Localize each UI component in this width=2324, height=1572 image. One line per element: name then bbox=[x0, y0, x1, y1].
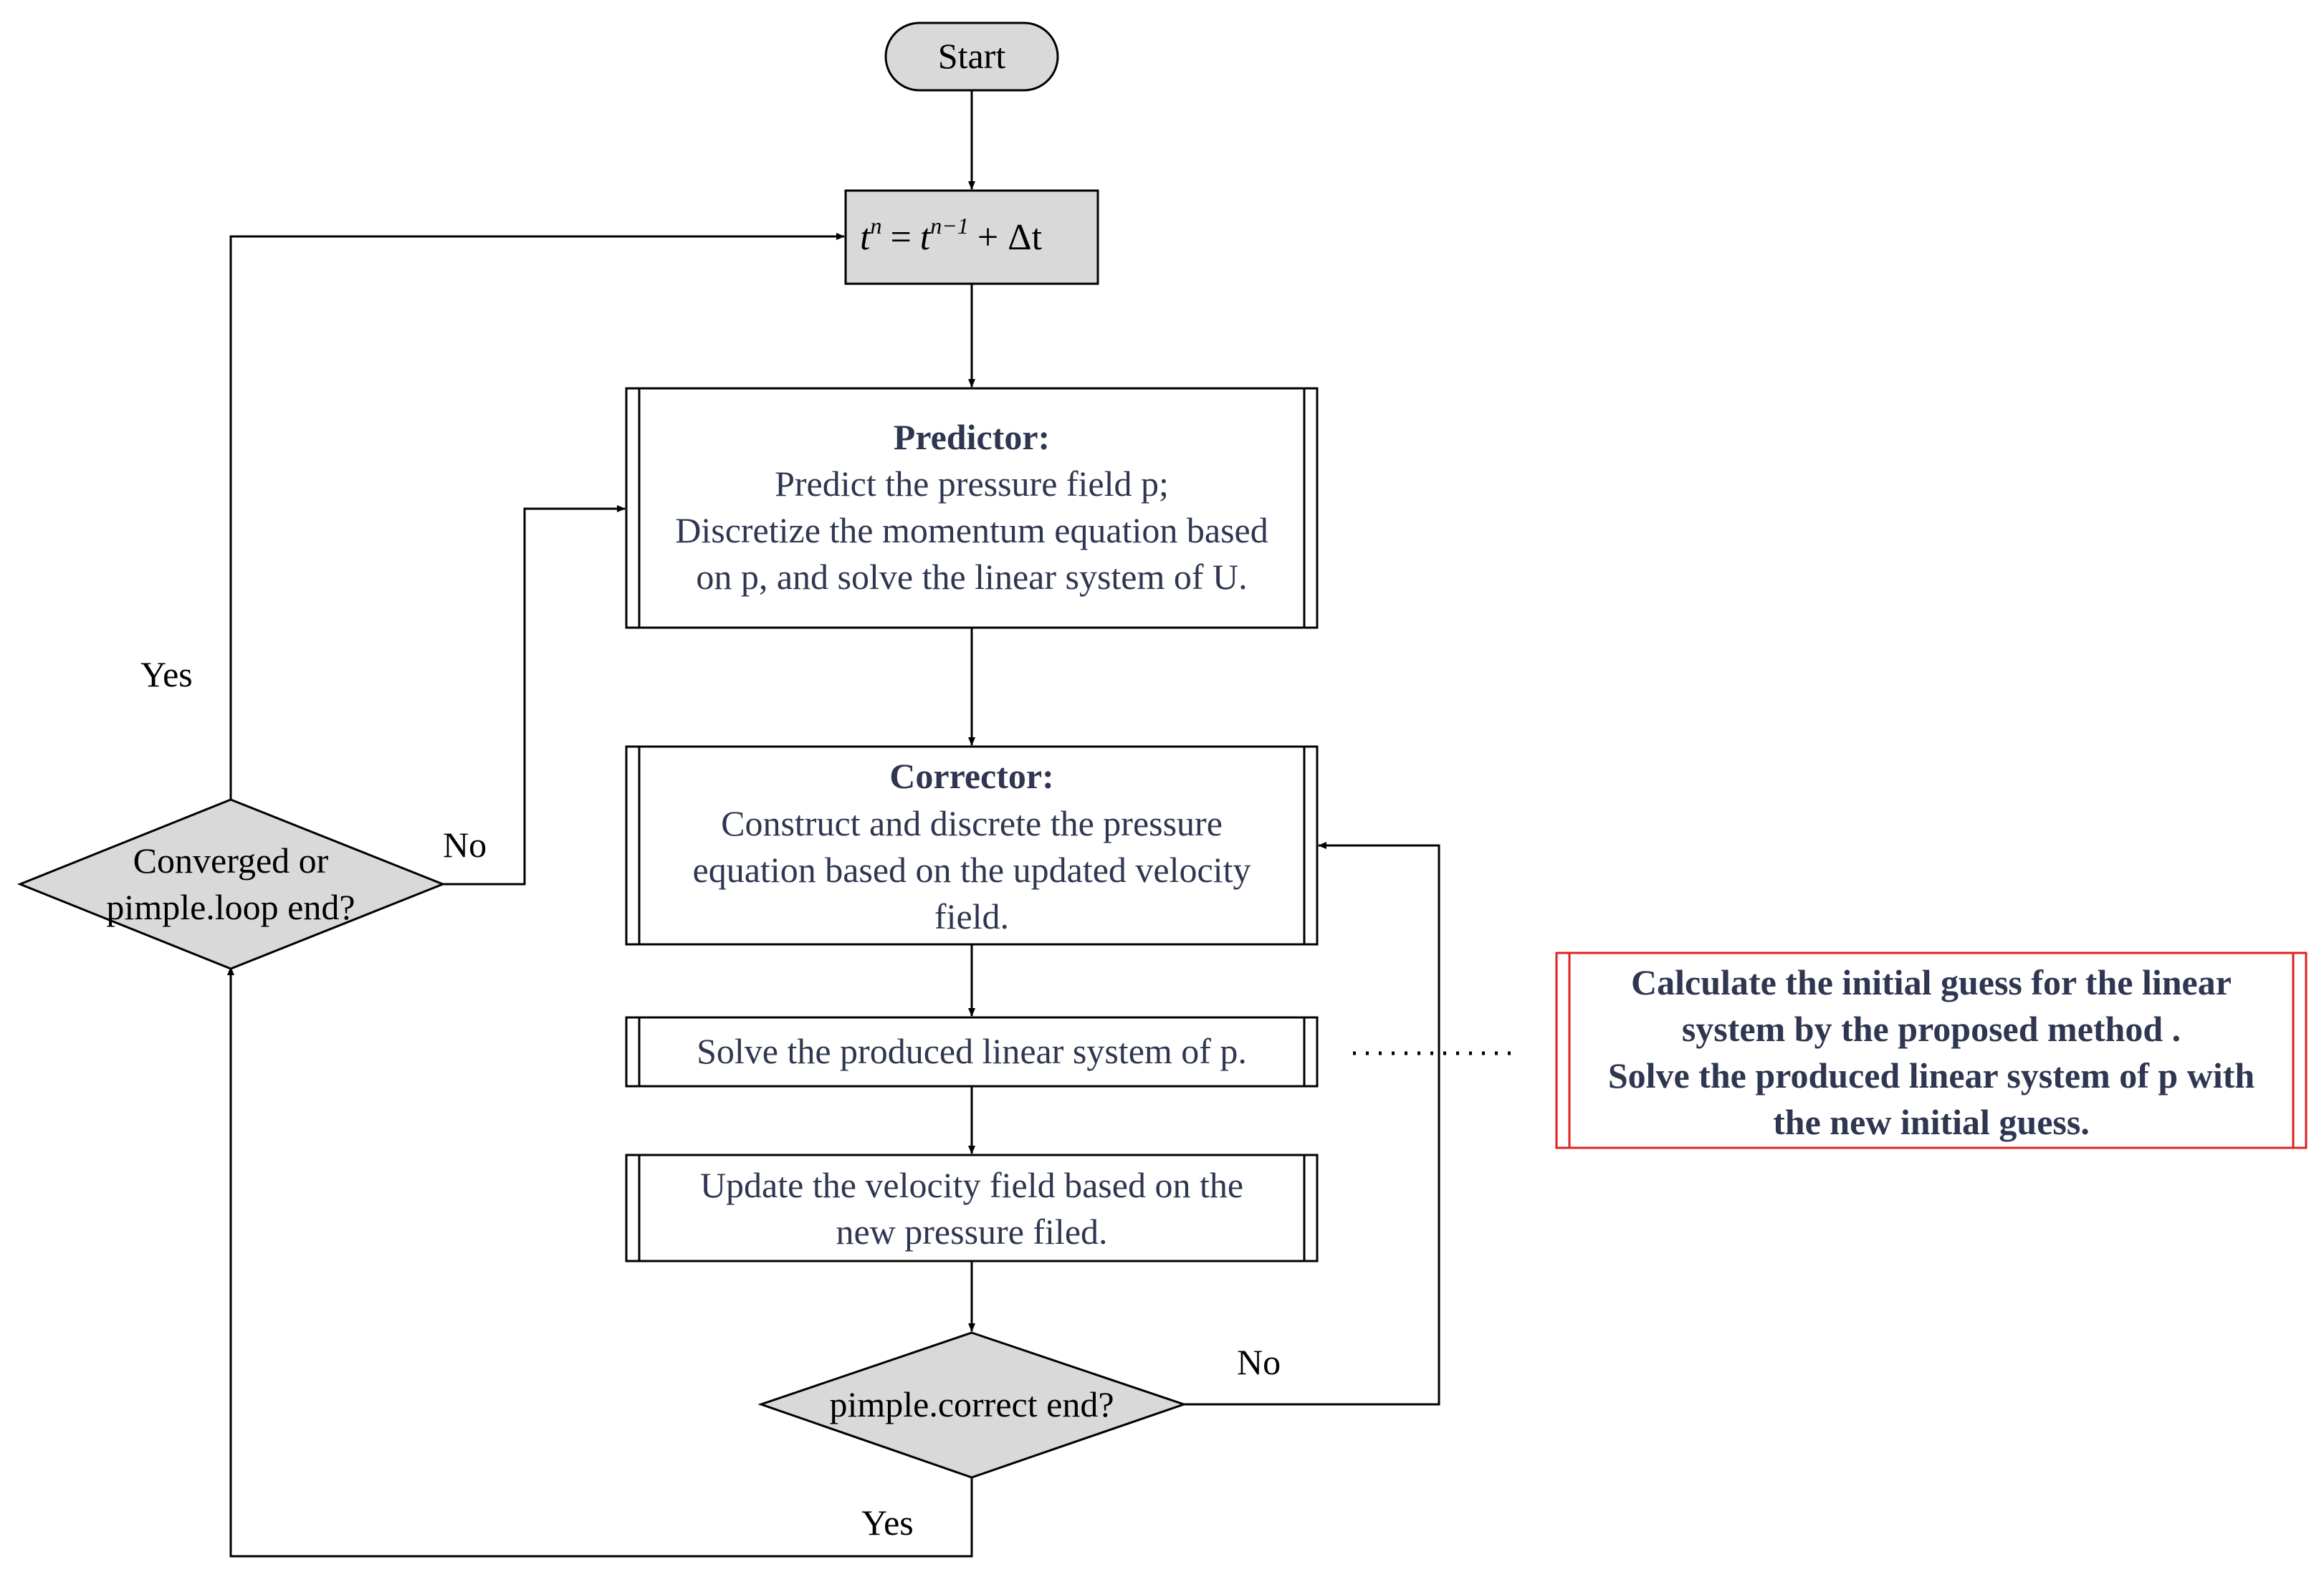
label-no-right: No bbox=[1237, 1342, 1281, 1382]
proposed-line-3: Solve the produced linear system of p wi… bbox=[1608, 1055, 2255, 1096]
start-label: Start bbox=[938, 36, 1006, 76]
predictor-line-1: Predict the pressure field p; bbox=[775, 464, 1169, 504]
corrector-title: Corrector: bbox=[889, 756, 1053, 796]
predictor-line-2: Discretize the momentum equation based bbox=[675, 510, 1268, 550]
decision-correct-label: pimple.correct end? bbox=[829, 1384, 1114, 1424]
proposed-line-2: system by the proposed method . bbox=[1682, 1009, 2181, 1049]
corrector-line-2: equation based on the updated velocity bbox=[693, 850, 1251, 890]
solve-p-box: Solve the produced linear system of p. bbox=[625, 1016, 1319, 1088]
decision-loop-line-1: Converged or bbox=[133, 840, 329, 881]
corrector-box: Corrector: Construct and discrete the pr… bbox=[625, 745, 1319, 946]
solve-p-text: Solve the produced linear system of p. bbox=[697, 1031, 1247, 1071]
update-velocity-line-1: Update the velocity field based on the bbox=[700, 1165, 1243, 1205]
label-no-left: No bbox=[443, 825, 487, 865]
arrow-no-to-predictor bbox=[443, 505, 626, 886]
arrow-yes-to-timestep bbox=[229, 233, 845, 800]
proposed-line-1: Calculate the initial guess for the line… bbox=[1631, 962, 2232, 1002]
proposed-line-4: the new initial guess. bbox=[1773, 1102, 2090, 1142]
corrector-line-1: Construct and discrete the pressure bbox=[721, 803, 1223, 843]
time-step-equation: tn=tn−1+ Δt bbox=[860, 213, 1043, 258]
corrector-line-3: field. bbox=[934, 896, 1009, 936]
proposed-method-box: Calculate the initial guess for the line… bbox=[1555, 952, 2308, 1149]
arrow-no-to-corrector bbox=[1184, 842, 1440, 1406]
time-step-box: tn=tn−1+ Δt bbox=[844, 189, 1099, 285]
predictor-title: Predictor: bbox=[894, 417, 1050, 457]
start-terminator: Start bbox=[884, 21, 1059, 92]
arrow-yes-to-loop-decision bbox=[227, 967, 973, 1558]
predictor-box: Predictor: Predict the pressure field p;… bbox=[625, 387, 1319, 629]
label-yes-bottom: Yes bbox=[861, 1502, 914, 1543]
update-velocity-line-2: new pressure filed. bbox=[836, 1212, 1107, 1252]
predictor-line-3: on p, and solve the linear system of U. bbox=[696, 557, 1247, 597]
label-yes-top: Yes bbox=[140, 654, 193, 694]
update-velocity-box: Update the velocity field based on the n… bbox=[625, 1154, 1319, 1262]
decision-loop-end: Converged or pimple.loop end? bbox=[16, 798, 446, 970]
decision-loop-line-2: pimple.loop end? bbox=[106, 887, 355, 927]
decision-correct-end: pimple.correct end? bbox=[757, 1331, 1187, 1479]
